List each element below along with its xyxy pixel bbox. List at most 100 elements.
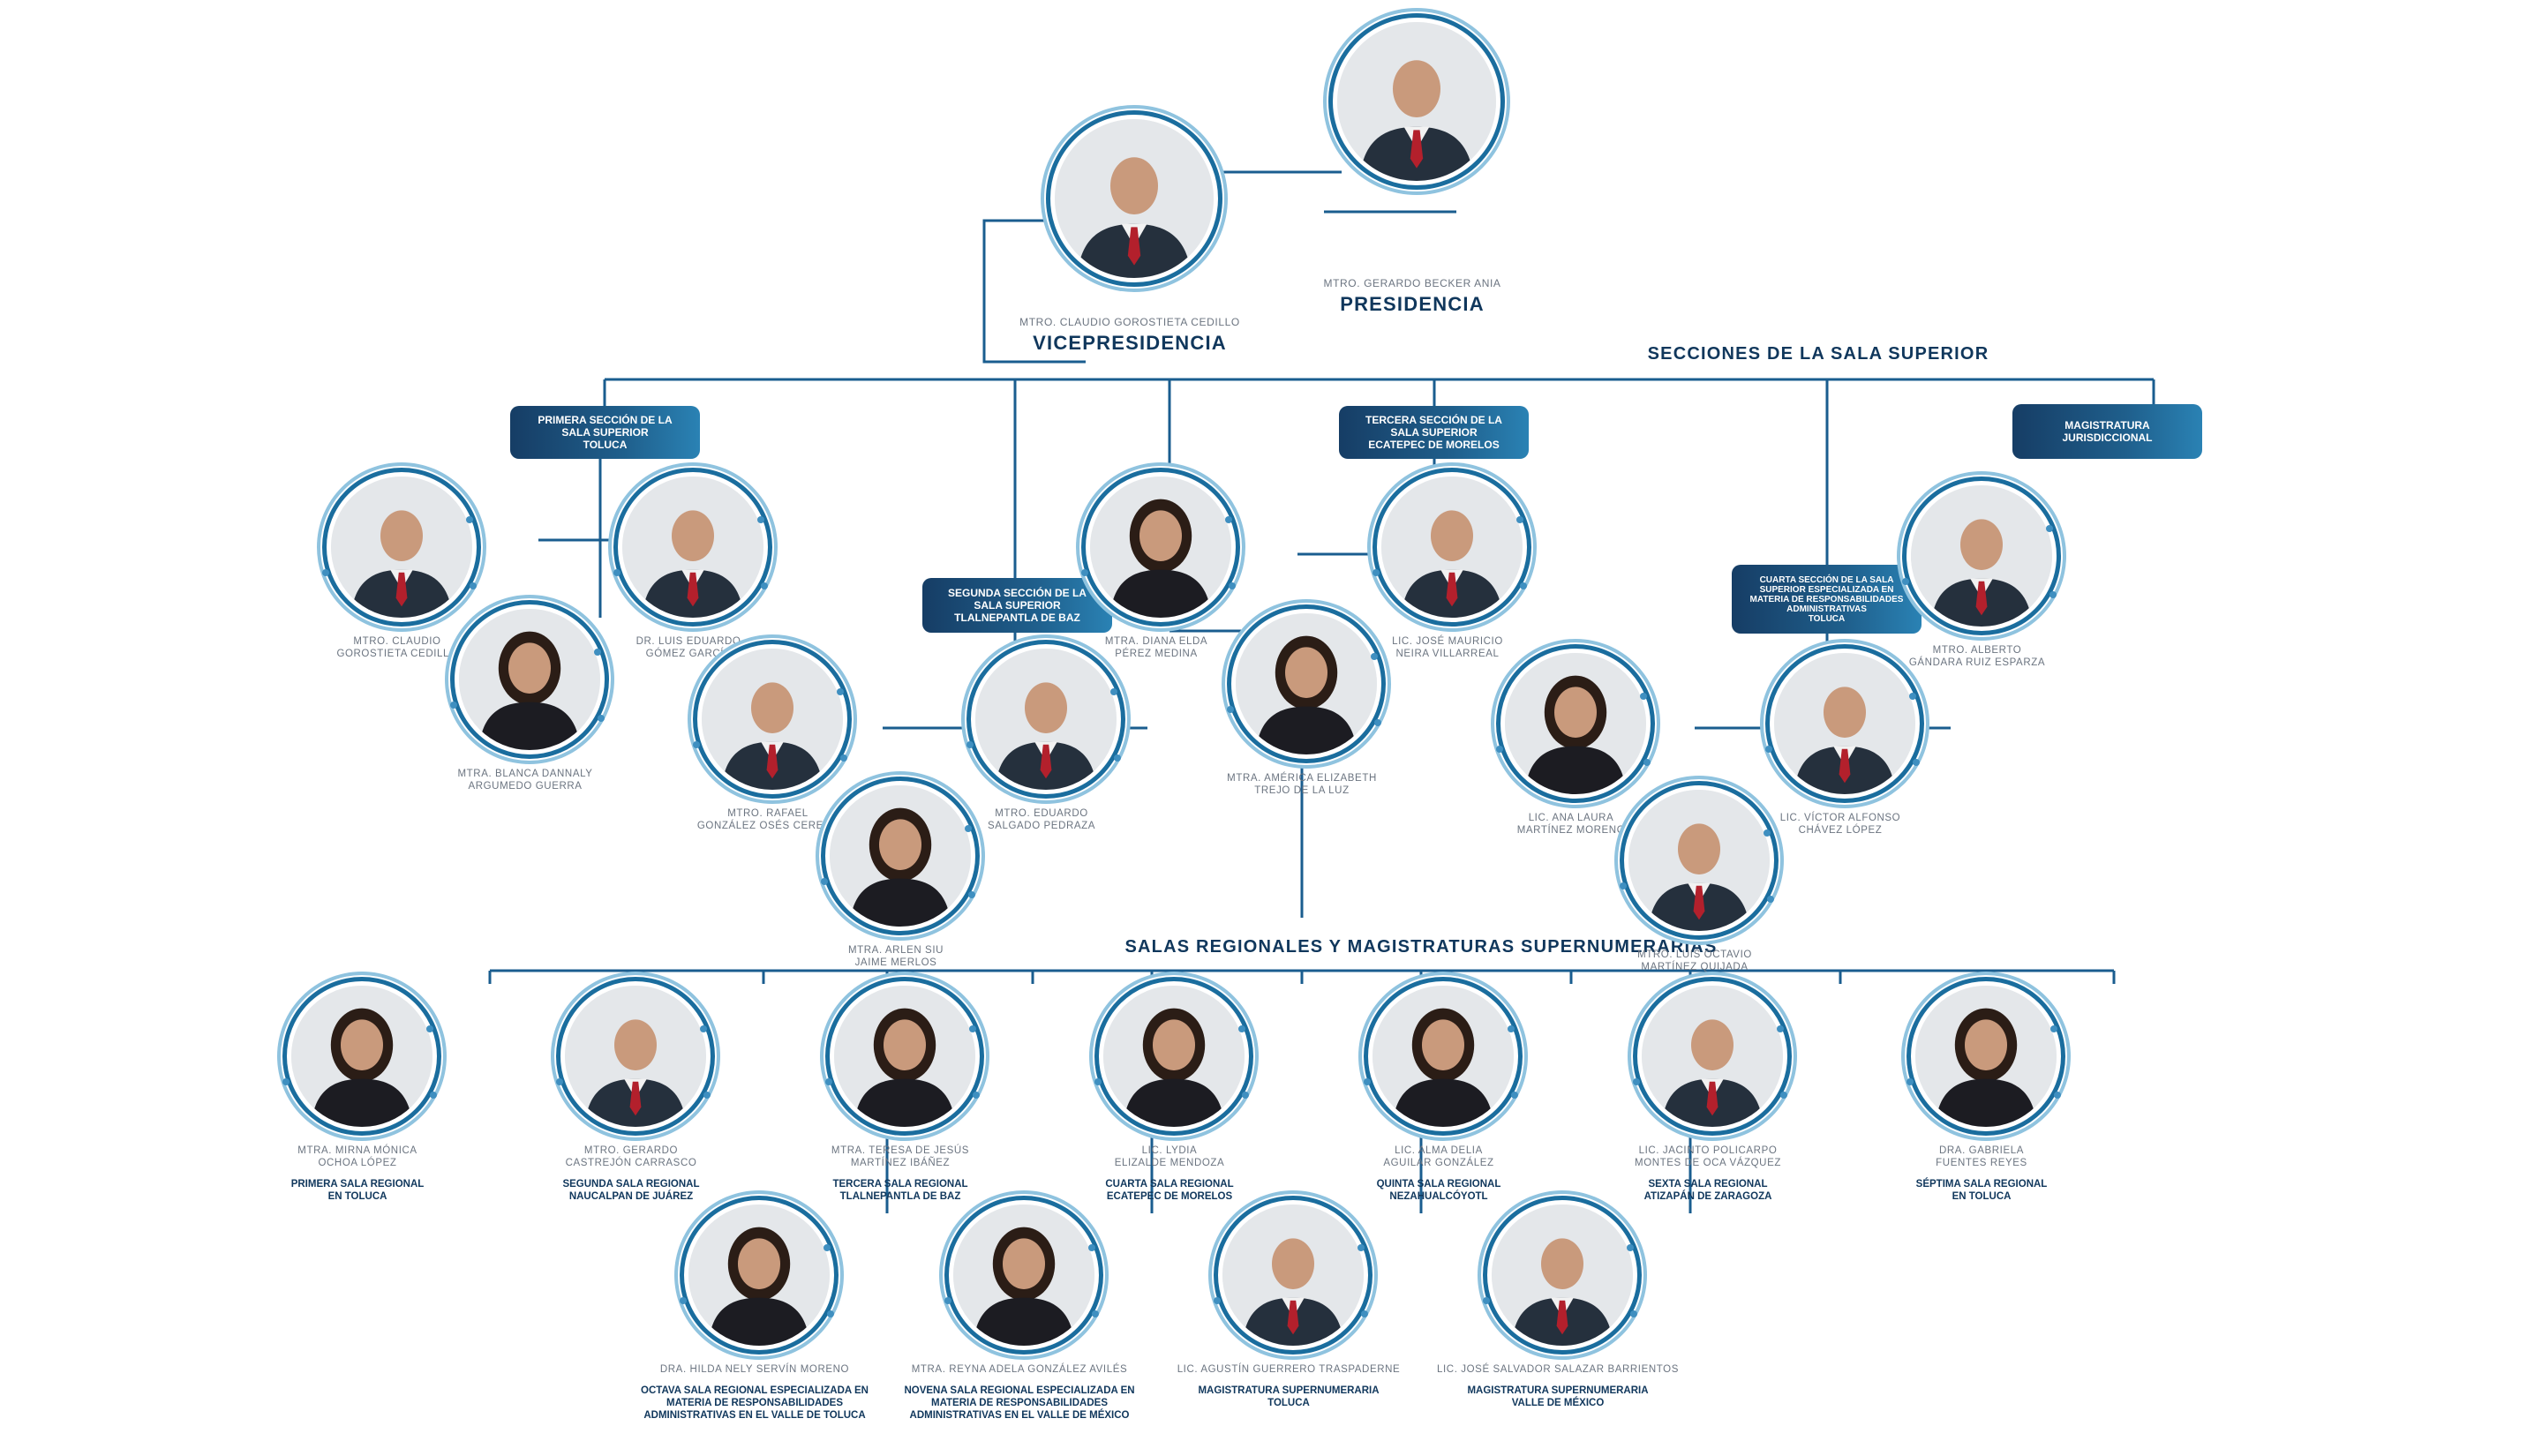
person-name-line: MARTÍNEZ MORENO — [1516, 825, 1626, 836]
ring-dot — [1483, 1297, 1490, 1304]
person-silhouette-icon — [1236, 613, 1377, 754]
box-line: TERCERA SECCIÓN DE LA — [1365, 414, 1502, 426]
person-name-line: TREJO DE LA LUZ — [1254, 785, 1350, 796]
ring-dot — [1765, 746, 1772, 753]
room-name-line: SEGUNDA SALA REGIONAL — [562, 1179, 700, 1190]
ring-dot — [1764, 829, 1771, 837]
person-name-line: GOROSTIETA CEDILLO — [336, 649, 458, 659]
person-silhouette-icon — [1090, 477, 1231, 618]
box-line: JURISDICCIONAL — [2062, 432, 2153, 444]
person-silhouette-icon — [1911, 485, 2052, 627]
person-photo — [1050, 115, 1218, 282]
box-line: ECATEPEC DE MORELOS — [1368, 439, 1500, 451]
person-name-line: MTRA. MIRNA MÓNICA — [297, 1145, 417, 1156]
box-magistratura-jurisdiccional: MAGISTRATURA JURISDICCIONAL — [2012, 404, 2202, 459]
ring-dot — [556, 1078, 563, 1085]
person-silhouette-icon — [702, 649, 843, 790]
ring-dot — [1780, 1092, 1787, 1099]
person-silhouette-icon — [565, 986, 706, 1127]
ring-dot — [1496, 746, 1503, 753]
ring-dot — [944, 1297, 951, 1304]
room-name-line: EN TOLUCA — [1952, 1191, 2012, 1202]
person-name-line: NEIRA VILLARREAL — [1395, 649, 1500, 659]
person-name-line: MTRO. RAFAEL — [727, 808, 808, 819]
room-name-line: ECATEPEC DE MORELOS — [1106, 1191, 1233, 1202]
person-name-line: MTRA. ARLEN SIU — [847, 945, 944, 956]
ring-dot — [680, 1297, 687, 1304]
person-photo — [684, 1200, 834, 1350]
room-name-line: PRIMERA SALA REGIONAL — [290, 1179, 425, 1190]
ring-dot — [1229, 582, 1236, 589]
room-name-line: NEZAHUALCÓYOTL — [1389, 1191, 1488, 1202]
ring-dot — [613, 569, 620, 576]
person-name-line: LIC. JOSÉ MAURICIO — [1392, 636, 1503, 647]
person-silhouette-icon — [1642, 986, 1783, 1127]
person-name-line: LIC. JACINTO POLICARPO — [1638, 1145, 1778, 1156]
person-name-line: PÉREZ MEDINA — [1115, 649, 1198, 659]
ring-dot — [837, 688, 844, 695]
ring-dot — [703, 1092, 711, 1099]
ring-dot — [1225, 516, 1232, 523]
person-name-line: OCHOA LÓPEZ — [318, 1158, 397, 1168]
person-name-line: MTRA. DIANA ELDA — [1104, 636, 1208, 647]
person-silhouette-icon — [291, 986, 432, 1127]
ring-dot — [824, 1244, 831, 1251]
person-photo — [1487, 1200, 1637, 1350]
person-photo — [1333, 18, 1500, 185]
ring-dot — [2050, 1025, 2057, 1032]
room-name-line: TERCERA SALA REGIONAL — [832, 1179, 968, 1190]
person-name-line: CASTREJÓN CARRASCO — [565, 1158, 697, 1168]
person-silhouette-icon — [1915, 986, 2057, 1127]
room-name-line: MATERIA DE RESPONSABILIDADES — [666, 1398, 843, 1408]
person-photo — [1911, 981, 2061, 1131]
ring-dot — [430, 1092, 437, 1099]
ring-dot — [1913, 759, 1920, 766]
person-name-line: GÁNDARA RUIZ ESPARZA — [1908, 657, 2046, 668]
ring-dot — [1633, 1078, 1640, 1085]
person-name-line: DR. LUIS EDUARDO — [636, 636, 741, 647]
box-line: TOLUCA — [583, 439, 628, 451]
person-silhouette-icon — [1774, 653, 1915, 794]
person-silhouette-icon — [953, 1205, 1094, 1346]
ring-dot — [1242, 1092, 1249, 1099]
ring-dot — [1361, 1310, 1368, 1317]
ring-dot — [973, 1092, 980, 1099]
ring-dot — [1640, 693, 1647, 700]
person-photo — [1377, 472, 1527, 622]
box-segunda-seccion: SEGUNDA SECCIÓN DE LA SALA SUPERIOR TLAL… — [922, 578, 1112, 633]
person-name-line: GÓMEZ GARCÍA — [645, 649, 732, 659]
room-name-line: ADMINISTRATIVAS EN EL VALLE DE TOLUCA — [643, 1410, 866, 1421]
person-silhouette-icon — [1222, 1205, 1364, 1346]
room-name-line: ATIZAPÁN DE ZARAGOZA — [1643, 1191, 1772, 1202]
person-silhouette-icon — [1628, 790, 1770, 931]
person-name-line: JAIME MERLOS — [854, 957, 937, 968]
person-silhouette-icon — [1492, 1205, 1633, 1346]
presidencia-node — [1280, 18, 1545, 282]
ring-dot — [1094, 1078, 1102, 1085]
ring-dot — [1516, 516, 1523, 523]
person-silhouette-icon — [830, 785, 971, 927]
person-name-line: GONZÁLEZ OSÉS CEREZO — [696, 821, 839, 831]
person-name-line: MTRA. BLANCA DANNALY — [457, 769, 593, 779]
person-name-line: MTRO. ALBERTO — [1932, 645, 2022, 656]
person-silhouette-icon — [975, 649, 1117, 790]
room-name-line: MAGISTRATURA SUPERNUMERARIA — [1198, 1385, 1380, 1396]
person-photo — [697, 644, 847, 794]
ring-dot — [466, 516, 473, 523]
box-line: SEGUNDA SECCIÓN DE LA — [948, 587, 1087, 599]
ring-dot — [426, 1025, 433, 1032]
ring-dot — [1114, 754, 1121, 762]
person-photo — [1099, 981, 1249, 1131]
ring-dot — [2049, 591, 2057, 598]
